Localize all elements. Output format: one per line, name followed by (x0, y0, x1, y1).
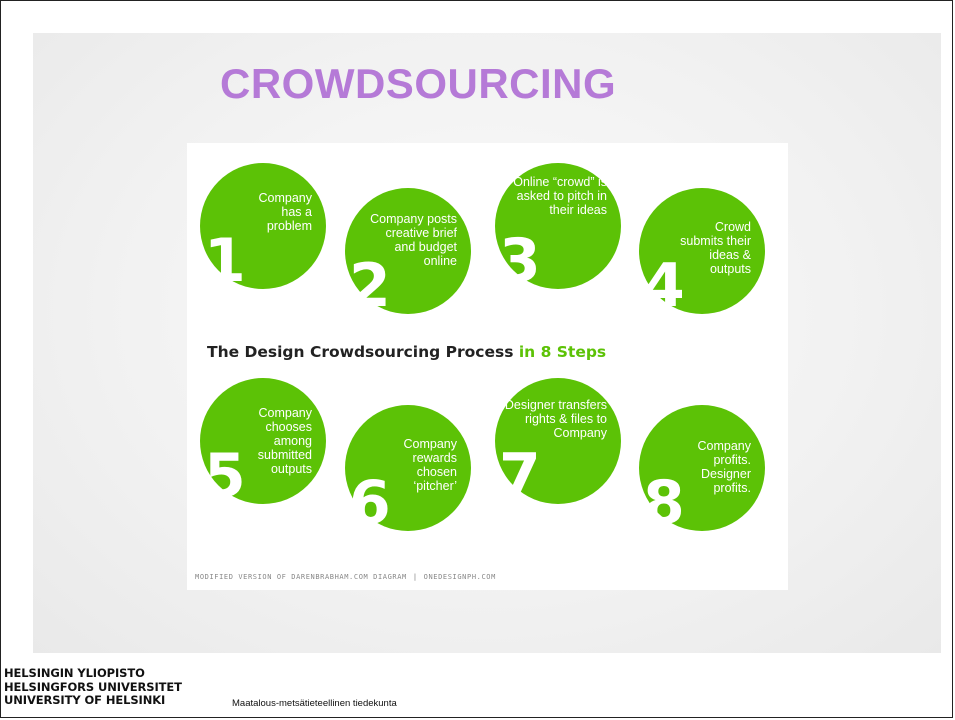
crowdsourcing-diagram: Company has a problem 1 Company posts cr… (187, 143, 788, 590)
step-number-4: 4 (643, 251, 685, 321)
step-text-1: Company has a problem (258, 191, 313, 233)
step-text-8: Company profits. Designer profits. (697, 439, 752, 495)
diagram-heading: The Design Crowdsourcing Process in 8 St… (207, 343, 606, 361)
faculty-name: Maatalous-metsätieteellinen tiedekunta (232, 698, 397, 709)
step-number-7: 7 (499, 441, 541, 511)
step-number-3: 3 (499, 226, 541, 296)
logo-line-swedish: HELSINGFORS UNIVERSITET (4, 679, 182, 694)
diagram-heading-main: The Design Crowdsourcing Process (207, 343, 519, 361)
logo-line-finnish: HELSINGIN YLIOPISTO (4, 666, 145, 680)
step-text-5: Company chooses among submitted outputs (257, 406, 312, 476)
step-number-1: 1 (204, 226, 246, 296)
step-circle-3: Online “crowd” is asked to pitch in thei… (495, 163, 621, 296)
step-number-8: 8 (643, 468, 685, 538)
step-number-6: 6 (349, 468, 391, 538)
slide-title: CROWDSOURCING (220, 60, 617, 107)
credit-site: ONEDESIGNPH.COM (423, 573, 496, 581)
step-text-6: Company rewards chosen ‘pitcher’ (403, 437, 458, 493)
logo-line-english: UNIVERSITY OF HELSINKI (4, 693, 166, 707)
step-circle-2: Company posts creative brief and budget … (345, 188, 471, 321)
step-number-5: 5 (204, 441, 246, 511)
credit-source: MODIFIED VERSION OF DARENBRABHAM.COM DIA… (195, 573, 407, 581)
university-logo: HELSINGIN YLIOPISTO HELSINGFORS UNIVERSI… (4, 666, 182, 708)
diagram-heading-accent: in 8 Steps (518, 343, 607, 361)
step-number-2: 2 (349, 251, 391, 321)
step-text-7: Designer transfers rights & files to Com… (504, 398, 607, 440)
step-circle-4: Crowd submits their ideas & outputs 4 (639, 188, 765, 321)
diagram-credit: MODIFIED VERSION OF DARENBRABHAM.COM DIA… (195, 573, 496, 581)
step-text-4: Crowd submits their ideas & outputs (680, 220, 751, 276)
step-text-2: Company posts creative brief and budget … (370, 212, 457, 268)
step-circle-8: Company profits. Designer profits. 8 (639, 405, 765, 538)
step-circle-1: Company has a problem 1 (200, 163, 326, 296)
step-circle-5: Company chooses among submitted outputs … (200, 378, 326, 511)
step-circle-6: Company rewards chosen ‘pitcher’ 6 (345, 405, 471, 538)
credit-separator: | (412, 573, 418, 581)
step-circle-7: Designer transfers rights & files to Com… (495, 378, 621, 511)
step-text-3: Online “crowd” is asked to pitch in thei… (513, 175, 607, 217)
